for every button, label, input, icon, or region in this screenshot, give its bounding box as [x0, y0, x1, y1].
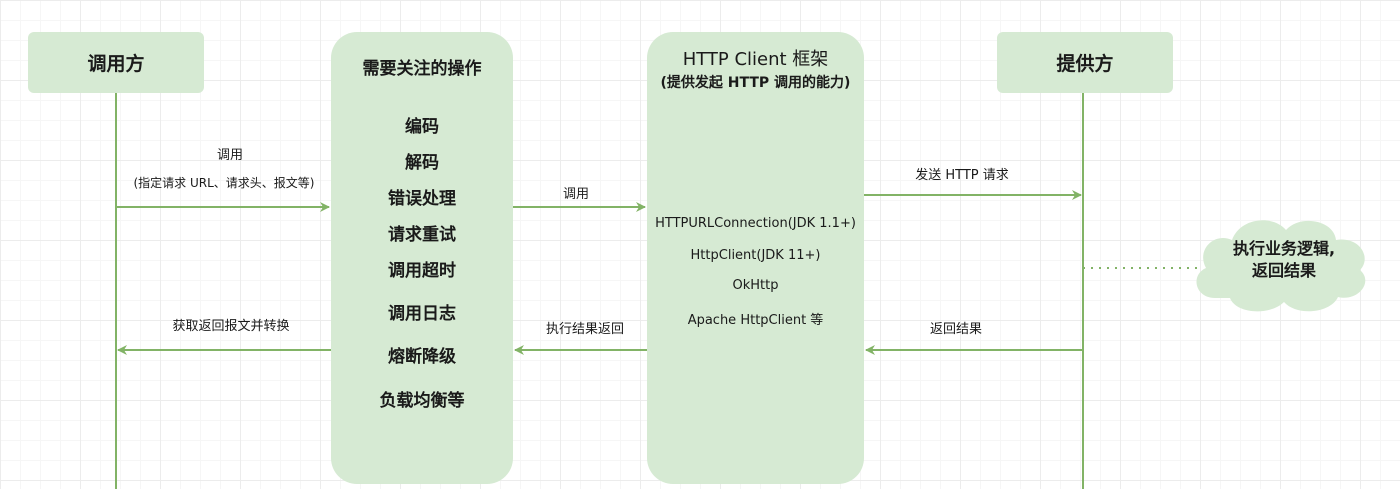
framework-subtitle: (提供发起 HTTP 调用的能力)	[660, 75, 851, 91]
framework-item: OkHttp	[732, 278, 779, 293]
caller-label: 调用方	[87, 53, 145, 75]
operations-title: 需要关注的操作	[362, 59, 482, 79]
framework-box: HTTP Client 框架 (提供发起 HTTP 调用的能力) HTTPURL…	[647, 32, 864, 484]
operation-item: 错误处理	[388, 189, 456, 209]
operation-item: 解码	[405, 153, 439, 173]
operation-item: 编码	[405, 117, 439, 137]
provider-box: 提供方	[997, 32, 1173, 93]
framework-item: Apache HttpClient 等	[687, 313, 824, 328]
message-call-framework-label: 调用	[562, 187, 590, 202]
operation-item: 调用超时	[388, 261, 456, 281]
message-return-result-label: 返回结果	[929, 322, 983, 337]
framework-item: HttpClient(JDK 11+)	[690, 248, 821, 263]
message-call-label: 调用	[216, 148, 244, 163]
framework-title: HTTP Client 框架	[682, 49, 829, 70]
cloud-line-2: 返回结果	[1251, 261, 1316, 280]
cloud-label: 执行业务逻辑, 返回结果	[1200, 238, 1368, 282]
operation-item: 熔断降级	[388, 347, 456, 367]
operation-item: 负载均衡等	[379, 391, 465, 411]
operation-item: 请求重试	[388, 225, 456, 245]
provider-label: 提供方	[1056, 53, 1114, 75]
cloud-shape	[1196, 220, 1366, 312]
message-get-response-label: 获取返回报文并转换	[172, 319, 290, 334]
operation-item: 调用日志	[388, 304, 456, 324]
operations-box: 需要关注的操作 编码 解码 错误处理 请求重试 调用超时 调用日志 熔断降级 负…	[331, 32, 513, 484]
framework-item: HTTPURLConnection(JDK 1.1+)	[655, 216, 856, 231]
message-exec-return-label: 执行结果返回	[545, 322, 625, 337]
message-send-request-label: 发送 HTTP 请求	[915, 168, 1009, 183]
message-call-detail: (指定请求 URL、请求头、报文等)	[133, 176, 315, 190]
caller-box: 调用方	[28, 32, 204, 93]
cloud-line-1: 执行业务逻辑,	[1232, 239, 1336, 258]
